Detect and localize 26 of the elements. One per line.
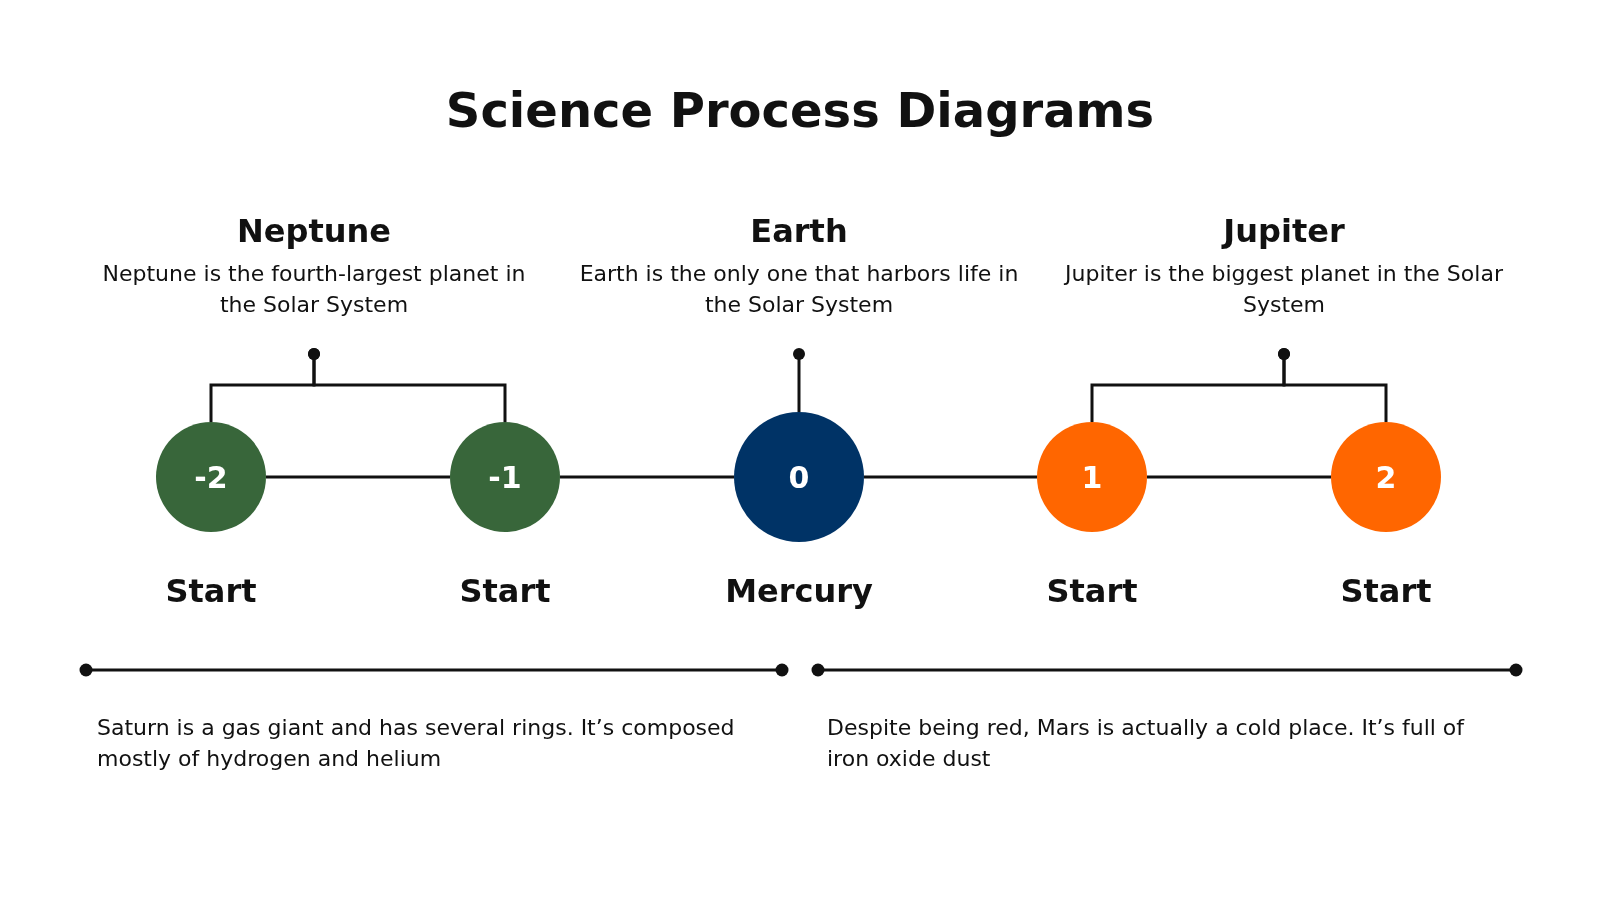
number-circle: -1 bbox=[450, 422, 560, 532]
description-text: Saturn is a gas giant and has several rings. It’s composed mostly of hydrogen and helium bbox=[97, 714, 736, 773]
number-circle: 2 bbox=[1331, 422, 1441, 532]
section-description: Neptune is the fourth-largest planet in the Solar System bbox=[101, 260, 527, 319]
node-caption: Start bbox=[1339, 572, 1433, 610]
section-heading: Earth bbox=[749, 212, 849, 250]
number-circle: 1 bbox=[1037, 422, 1147, 532]
diagram-title: Science Process Diagrams bbox=[444, 82, 1156, 138]
section-description: Earth is the only one that harbors life in the Solar System bbox=[578, 260, 1020, 319]
connector-line bbox=[1147, 475, 1331, 479]
connector-line bbox=[864, 475, 1037, 479]
bracket-connector bbox=[1278, 348, 1388, 422]
number-circle: -2 bbox=[156, 422, 266, 532]
connector-line bbox=[266, 475, 450, 479]
bracket-connector bbox=[308, 348, 507, 422]
description-text: Despite being red, Mars is actually a cold place. It’s full of iron oxide dust bbox=[827, 714, 1466, 773]
node-caption: Start bbox=[458, 572, 552, 610]
node-caption: Start bbox=[1045, 572, 1139, 610]
connector-line bbox=[560, 475, 734, 479]
number-circle: 0 bbox=[734, 412, 864, 542]
section-description: Jupiter is the biggest planet in the Solar System bbox=[1063, 260, 1504, 319]
node-caption: Mercury bbox=[724, 572, 874, 610]
section-heading: Neptune bbox=[236, 212, 392, 250]
node-caption: Start bbox=[164, 572, 258, 610]
bracket-connector bbox=[793, 348, 805, 412]
section-heading: Jupiter bbox=[1220, 212, 1346, 250]
